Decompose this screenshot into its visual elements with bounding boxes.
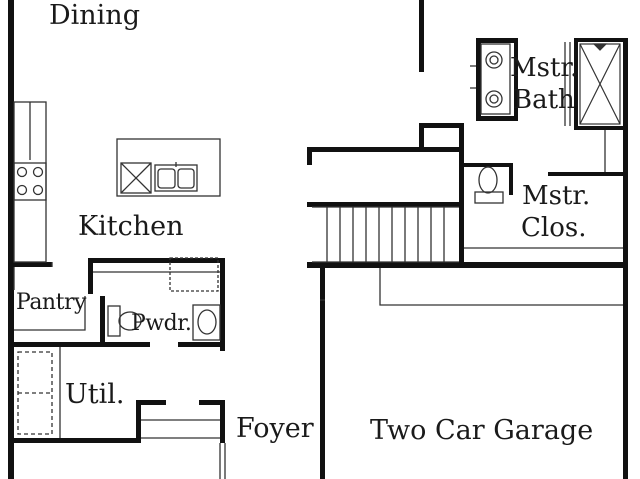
vanity-sinks-icon <box>480 43 511 115</box>
room-label-dining: Dining <box>49 0 140 31</box>
room-label-master-bath-line1: Mstr. <box>510 53 579 83</box>
room-label-master-closet-line2: Clos. <box>521 213 587 243</box>
stove-icon <box>13 162 47 201</box>
walls <box>8 0 628 479</box>
powder-room-sink-icon <box>192 304 221 341</box>
room-label-garage: Two Car Garage <box>370 415 594 446</box>
detail-lines <box>13 42 623 479</box>
kitchen-sink-icon <box>154 162 198 192</box>
room-label-foyer: Foyer <box>236 413 314 444</box>
room-label-utility: Util. <box>65 379 125 410</box>
dishwasher-icon <box>120 162 152 194</box>
room-label-pantry: Pantry <box>16 290 86 315</box>
room-label-powder: Pwdr. <box>131 311 192 336</box>
toilet-icon <box>474 166 504 204</box>
shower-icon <box>579 43 621 125</box>
room-label-master-closet-line1: Mstr. <box>522 181 591 211</box>
powder-room-toilet-icon <box>107 305 142 337</box>
room-label-master-bath-line2: Bath <box>513 85 575 115</box>
room-label-kitchen: Kitchen <box>78 211 184 242</box>
